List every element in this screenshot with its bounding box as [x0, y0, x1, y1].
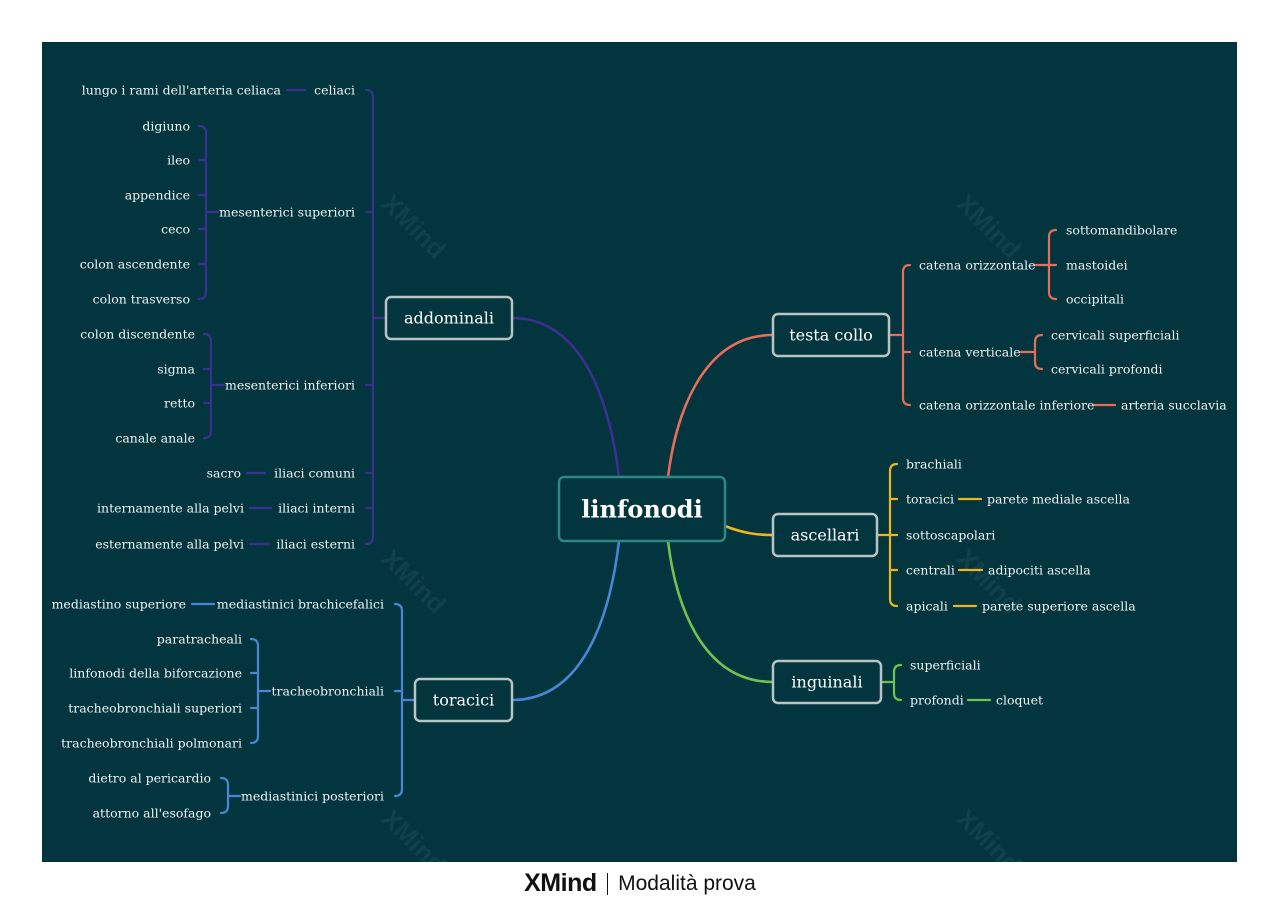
bracket-line [197, 124, 208, 301]
subtopic-sottoscapolari[interactable]: sottoscapolari [906, 528, 995, 543]
root-topic-label[interactable]: linfonodi [581, 495, 702, 524]
leaf-topic[interactable]: paratracheali [157, 632, 242, 647]
topic-addominali-box[interactable] [384, 295, 514, 341]
trial-footer: XMind Modalità prova [0, 862, 1280, 905]
leaf-topic[interactable]: cervicali superficiali [1051, 328, 1179, 343]
leaf-topic[interactable]: arteria succlavia [1121, 398, 1227, 413]
subtopic-catena-orizzontale[interactable]: catena orizzontale [919, 258, 1035, 273]
topic-ascellari-box[interactable] [771, 512, 879, 558]
subtopic-mediastinici-brachicefalici[interactable]: mediastinici brachicefalici [217, 597, 384, 612]
subtopic-mesenterici-superiori[interactable]: mesenterici superiori [219, 205, 355, 220]
root-topic-box[interactable] [557, 475, 727, 543]
leaf-topic[interactable]: linfonodi della biforcazione [69, 666, 242, 681]
subtopic-iliaci-esterni[interactable]: iliaci esterni [276, 537, 355, 552]
bracket-line [202, 332, 213, 440]
bracket-line [219, 776, 230, 815]
root-link-toracici [510, 539, 621, 702]
subtopic-mediastinici-posteriori[interactable]: mediastinici posteriori [241, 789, 384, 804]
watermark-text: XMind [376, 803, 452, 862]
subtopic-brachiali[interactable]: brachiali [906, 457, 962, 472]
leaf-topic[interactable]: mediastino superiore [52, 597, 186, 612]
subtopic-iliaci-interni[interactable]: iliaci interni [278, 501, 355, 516]
bracket-line [364, 88, 375, 546]
topic-testa-collo-label[interactable]: testa collo [789, 326, 873, 345]
leaf-topic[interactable]: mastoidei [1066, 258, 1128, 273]
leaf-topic[interactable]: digiuno [142, 119, 190, 134]
subtopic-toracici[interactable]: toracici [906, 492, 954, 507]
leaf-topic[interactable]: lungo i rami dell'arteria celiaca [82, 83, 282, 98]
root-link-ascellari [723, 524, 775, 537]
footer-separator [606, 872, 609, 895]
leaf-topic[interactable]: internamente alla pelvi [97, 501, 244, 516]
leaf-topic[interactable]: dietro al pericardio [88, 771, 211, 786]
leaf-topic[interactable]: canale anale [115, 431, 195, 446]
root-link-inguinali [666, 539, 775, 684]
leaf-topic[interactable]: sottomandibolare [1066, 223, 1177, 238]
leaf-topic[interactable]: esternamente alla pelvi [95, 537, 244, 552]
topic-toracici-box[interactable] [413, 677, 514, 723]
root-link-testa-collo [666, 333, 775, 479]
leaf-topic[interactable]: cervicali profondi [1051, 362, 1163, 377]
leaf-topic[interactable]: appendice [125, 188, 190, 203]
subtopic-superficiali[interactable]: superficiali [910, 658, 981, 673]
subtopic-catena-verticale[interactable]: catena verticale [919, 345, 1021, 360]
leaf-topic[interactable]: adipociti ascella [988, 563, 1091, 578]
leaf-topic[interactable]: sacro [207, 466, 241, 481]
leaf-topic[interactable]: colon ascendente [80, 257, 190, 272]
subtopic-profondi[interactable]: profondi [910, 693, 964, 708]
subtopic-apicali[interactable]: apicali [906, 599, 948, 614]
watermark-text: XMind [951, 188, 1027, 264]
leaf-topic[interactable]: retto [164, 396, 195, 411]
topic-toracici-label[interactable]: toracici [433, 691, 494, 710]
topic-inguinali-label[interactable]: inguinali [791, 673, 862, 692]
topic-inguinali-box[interactable] [771, 659, 883, 705]
watermark-text: XMind [951, 803, 1027, 862]
leaf-topic[interactable]: ileo [167, 153, 190, 168]
watermark-text: XMind [376, 543, 452, 619]
leaf-topic[interactable]: ceco [161, 222, 190, 237]
trial-mode-label: Modalità prova [618, 871, 756, 895]
leaf-topic[interactable]: occipitali [1066, 292, 1124, 307]
subtopic-centrali[interactable]: centrali [906, 563, 955, 578]
leaf-topic[interactable]: parete superiore ascella [982, 599, 1136, 614]
topic-addominali-label[interactable]: addominali [404, 309, 494, 328]
xmind-logo: XMind [524, 869, 597, 897]
leaf-topic[interactable]: colon discendente [80, 327, 195, 342]
bracket-line [892, 663, 903, 702]
leaf-topic[interactable]: attorno all'esofago [93, 806, 211, 821]
subtopic-iliaci-comuni[interactable]: iliaci comuni [274, 466, 355, 481]
leaf-topic[interactable]: tracheobronchiali superiori [68, 701, 242, 716]
subtopic-catena-orizzontale-inferiore[interactable]: catena orizzontale inferiore [919, 398, 1094, 413]
leaf-topic[interactable]: sigma [157, 362, 195, 377]
leaf-topic[interactable]: tracheobronchiali polmonari [61, 736, 242, 751]
subtopic-mesenterici-inferiori[interactable]: mesenterici inferiori [225, 378, 355, 393]
topic-ascellari-label[interactable]: ascellari [791, 526, 860, 545]
topic-testa-collo-box[interactable] [771, 312, 891, 358]
watermark-text: XMind [376, 188, 452, 264]
leaf-topic[interactable]: parete mediale ascella [987, 492, 1131, 507]
leaf-topic[interactable]: cloquet [996, 693, 1043, 708]
root-link-addominali [510, 316, 621, 479]
subtopic-tracheobronchiali[interactable]: tracheobronchiali [272, 684, 384, 699]
leaf-topic[interactable]: colon trasverso [93, 292, 190, 307]
subtopic-celiaci[interactable]: celiaci [314, 83, 355, 98]
